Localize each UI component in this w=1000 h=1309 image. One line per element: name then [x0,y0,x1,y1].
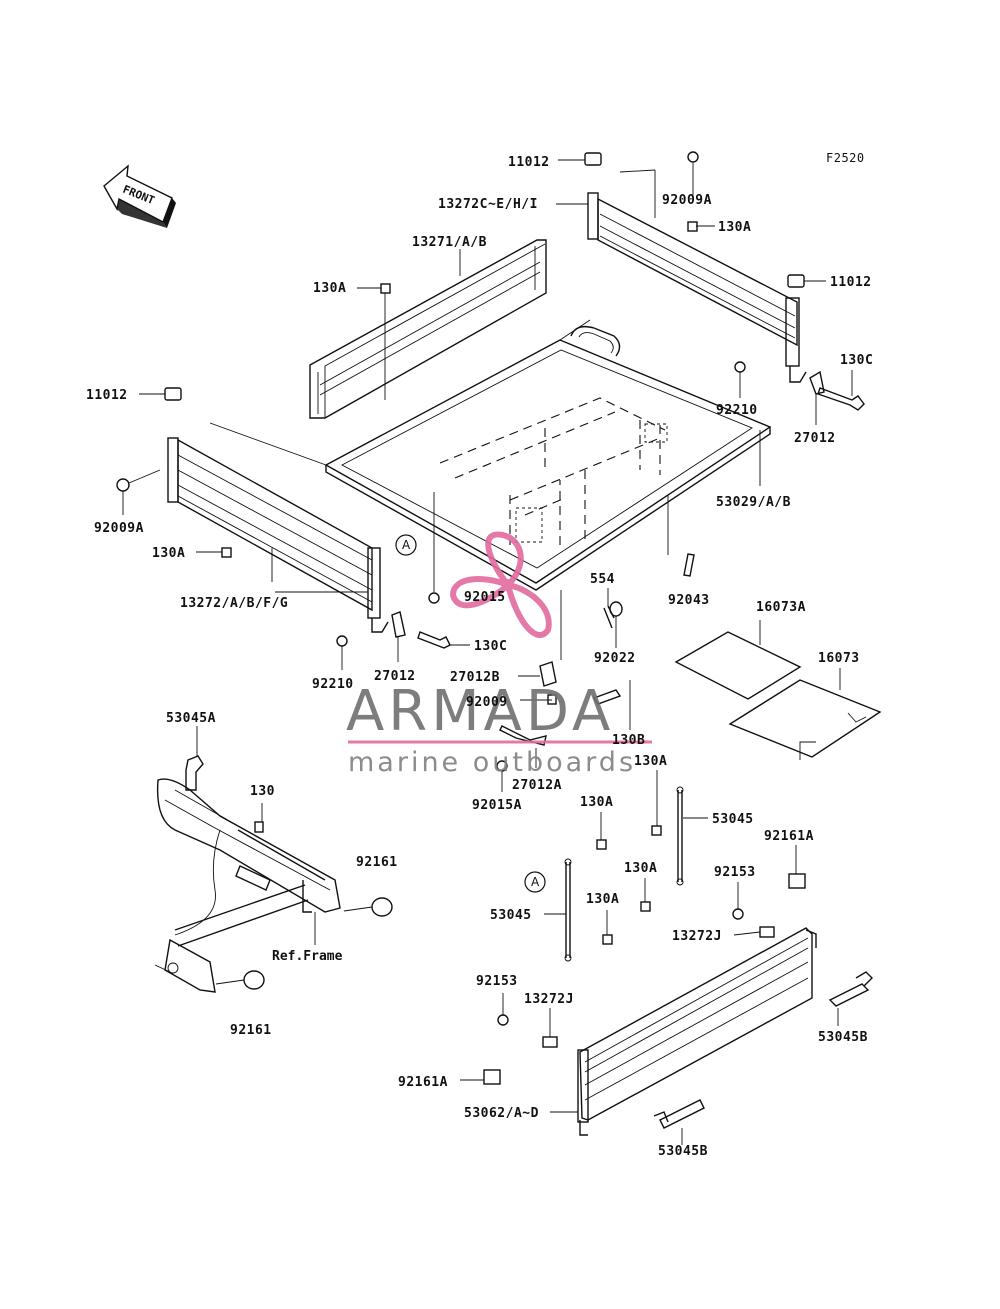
latch-53045b-right [828,971,873,1007]
latch-53045a [185,726,204,791]
part-labels: 11012 92009A 13272C~E/H/I 130A 13271/A/B… [86,155,873,1159]
part-label: 92161 [356,855,398,870]
part-label: 92015 [464,590,506,605]
part-label: 130B [612,733,645,748]
bolt-130 [254,803,264,833]
part-label: 92210 [312,677,354,692]
svg-text:A: A [402,538,411,552]
part-label: 130A [580,795,613,810]
part-label: 16073A [756,600,806,615]
part-label: 11012 [508,155,550,170]
part-label: 92009A [94,521,144,536]
part-label: 554 [590,572,615,587]
part-label: 130C [840,353,873,368]
part-label: 13272J [524,992,574,1007]
part-label: 11012 [86,388,128,403]
part-label: 13272C~E/H/I [438,197,538,212]
ref-frame-note: Ref.Frame [272,949,343,964]
part-label: 130A [634,754,667,769]
part-label: 53029/A/B [716,495,791,510]
part-label: 16073 [818,651,860,666]
part-label: 92153 [714,865,756,880]
part-label: 130A [152,546,185,561]
part-label: 92161 [230,1023,272,1038]
circle-marker-top: A [395,534,417,556]
svg-text:A: A [531,875,540,889]
part-label: 53045 [712,812,754,827]
part-label: 27012 [374,669,416,684]
part-label: 130A [313,281,346,296]
part-label: 92161A [764,829,814,844]
part-label: 92210 [716,403,758,418]
part-label: 27012B [450,670,500,685]
part-label: 92015A [472,798,522,813]
part-label: 130 [250,784,275,799]
part-label: 53045A [166,711,216,726]
part-label: 92043 [668,593,710,608]
front-arrow-icon: FRONT [103,164,176,228]
part-label: 130A [718,220,751,235]
right-side-panel [587,192,807,383]
watermark-brand: ARMADA [346,679,614,744]
part-label: 13272J [672,929,722,944]
part-label: 13271/A/B [412,235,487,250]
part-label: 92022 [594,651,636,666]
part-label: 130A [624,861,657,876]
part-label: 53045B [658,1144,708,1159]
frame-assembly [154,778,393,993]
mats [674,631,882,760]
part-label: 27012A [512,778,562,793]
watermark: ARMADA marine outboards [346,531,652,778]
part-label: 11012 [830,275,872,290]
propeller-logo-icon [449,531,552,638]
tailgate [577,927,817,1136]
part-label: 130A [586,892,619,907]
front-panel [309,239,547,419]
part-label: 27012 [794,431,836,446]
hardware [116,151,865,1085]
part-label: 53045B [818,1030,868,1045]
part-label: 92161A [398,1075,448,1090]
latch-53045b-bottom [653,1099,705,1129]
watermark-tagline: marine outboards [348,747,636,778]
part-label: 130C [474,639,507,654]
circle-marker-bottom: A [524,871,546,893]
part-label: 92009A [662,193,712,208]
left-side-panel [167,437,389,633]
support-rods [564,786,684,962]
part-label: 13272/A/B/F/G [180,596,288,611]
leader-lines [122,159,853,1145]
part-label: 53045 [490,908,532,923]
cargo-bed-plate [324,325,772,591]
part-label: 92009 [466,695,508,710]
part-label: 92153 [476,974,518,989]
part-label: 53062/A~D [464,1106,539,1121]
figure-code: F2520 [826,151,865,165]
